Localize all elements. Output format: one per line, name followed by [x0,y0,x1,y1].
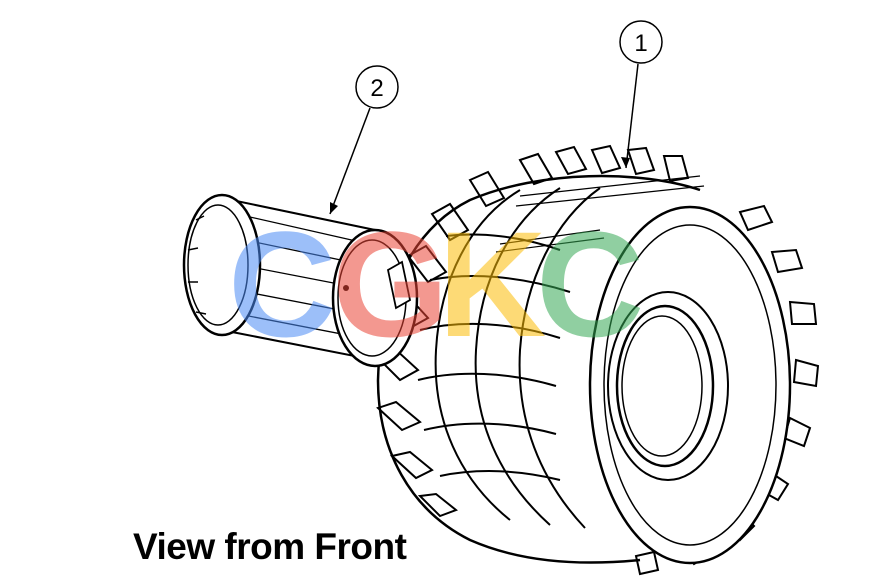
view-caption: View from Front [133,526,407,567]
callout-circle-2 [355,65,399,109]
callout-circle-1 [619,20,663,64]
watermark-letter-k: K [438,200,546,368]
tread-lugs [374,144,690,518]
leader-arrow-2 [330,202,338,214]
leader-arrow-1 [621,157,630,168]
watermark-letter-g: G [332,200,449,368]
watermark-letter-c1: C [228,200,336,368]
callout-label-2: 2 [370,75,383,102]
leader-line-2 [329,107,371,215]
tire [374,144,820,576]
watermark-letter-c2: C [536,200,644,368]
callout-label-1: 1 [634,30,647,57]
watermark-logo: C G K C [228,200,644,368]
callout-1: 1 [619,20,663,169]
leader-line-1 [625,63,639,169]
hub-cylinder [182,193,419,368]
callout-2: 2 [329,65,399,215]
